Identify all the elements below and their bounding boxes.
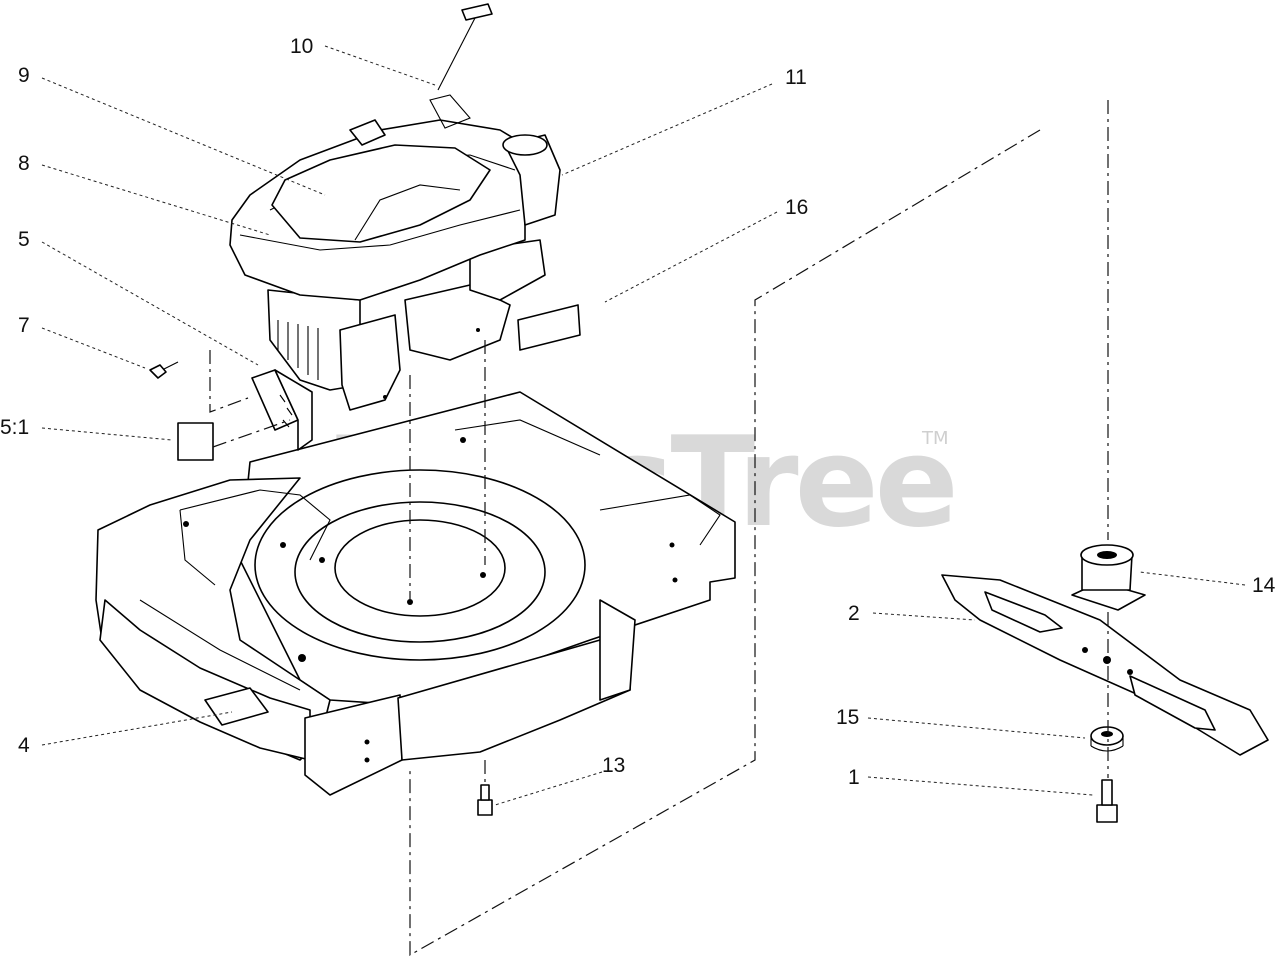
small-parts-left (149, 361, 313, 461)
callout-13: 13 (602, 754, 625, 777)
assembly-lines (209, 100, 1109, 957)
callout-5: 5 (18, 228, 30, 251)
mower-deck (95, 391, 736, 796)
leader-lines (41, 45, 1246, 806)
engine (229, 3, 581, 411)
callout-4: 4 (18, 734, 30, 757)
callout-7: 7 (18, 314, 30, 337)
callout-10: 10 (290, 35, 313, 58)
watermark-tm: TM (921, 428, 949, 449)
callout-15: 15 (836, 706, 859, 729)
callout-2: 2 (848, 602, 860, 625)
callout-1: 1 (848, 766, 860, 789)
callout-16: 16 (785, 196, 808, 219)
callout-11: 11 (785, 66, 807, 89)
callouts: 10 9 11 8 16 5 7 5:1 14 2 4 15 13 1 (0, 35, 1276, 789)
blade-assembly (477, 544, 1269, 823)
callout-14: 14 (1252, 574, 1276, 597)
callout-5-1: 5:1 (0, 416, 29, 439)
callout-8: 8 (18, 152, 30, 175)
callout-9: 9 (18, 64, 30, 87)
